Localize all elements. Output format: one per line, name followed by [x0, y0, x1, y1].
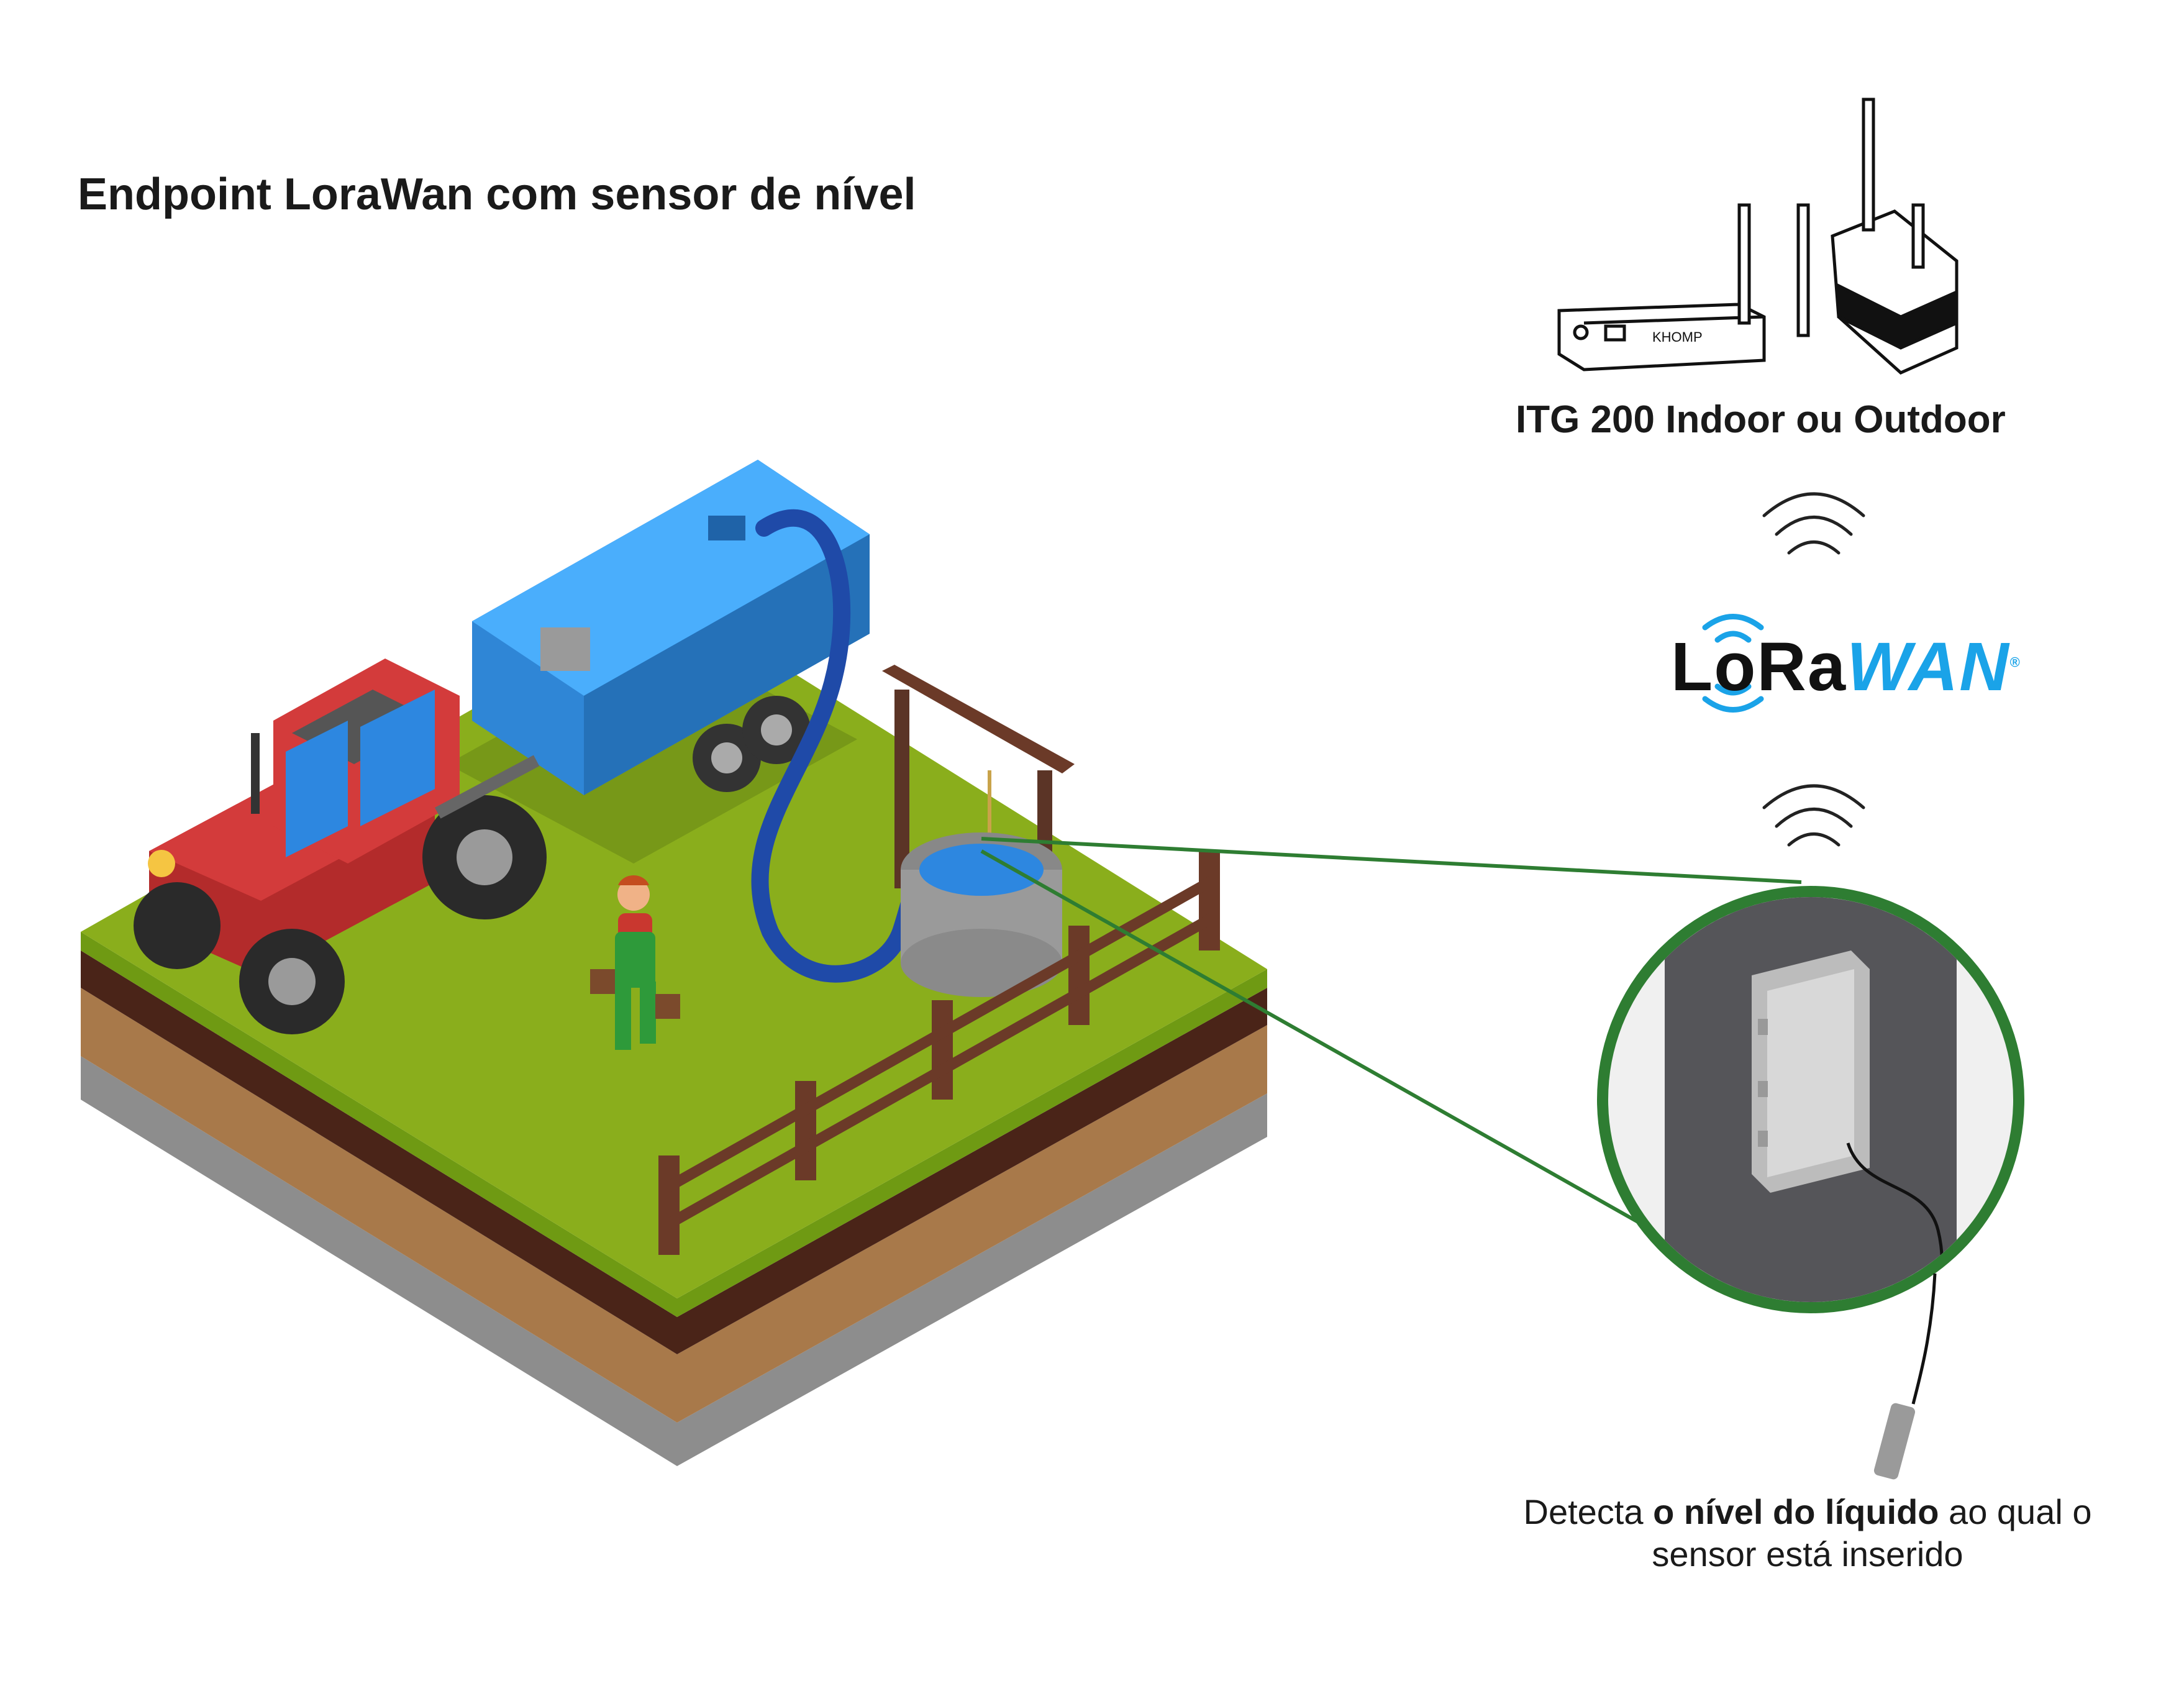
caption-part1: Detecta [1523, 1492, 1654, 1531]
khomp-brand-label: KHOMP [1652, 329, 1703, 345]
wifi-signal-icon [1762, 784, 1865, 847]
gateway-indoor-icon: KHOMP [1557, 203, 1810, 371]
level-sensor-icon [1752, 950, 1870, 1193]
sensor-caption: Detecta o nível do líquido ao qual o sen… [1472, 1491, 2143, 1575]
lorawan-logo-icon [1702, 614, 1764, 713]
water-well [882, 665, 1075, 997]
lorawan-registered-mark: ® [2009, 654, 2021, 670]
page-title: Endpoint LoraWan com sensor de nível [78, 170, 916, 219]
lorawan-logo-suffix: WAN [1847, 629, 2010, 705]
fence [658, 851, 1220, 1255]
lorawan-logo: LoRaWAN® [1671, 627, 2021, 706]
gateway-label: ITG 200 Indoor ou Outdoor [1516, 398, 2006, 441]
wifi-signal-icon [1762, 492, 1865, 555]
lorawan-logo-prefix: LoRa [1671, 629, 1847, 705]
caption-bold: o nível do líquido [1653, 1492, 1939, 1531]
gateway-outdoor-icon [1831, 98, 1959, 375]
tractor [134, 659, 547, 1034]
farmer [590, 875, 680, 1050]
sensor-zoom-callout [1597, 886, 2024, 1480]
connector-lines [980, 837, 1802, 1232]
water-tank-trailer [472, 460, 870, 795]
caption-part2: ao qual o sensor está inserido [1652, 1492, 2092, 1574]
